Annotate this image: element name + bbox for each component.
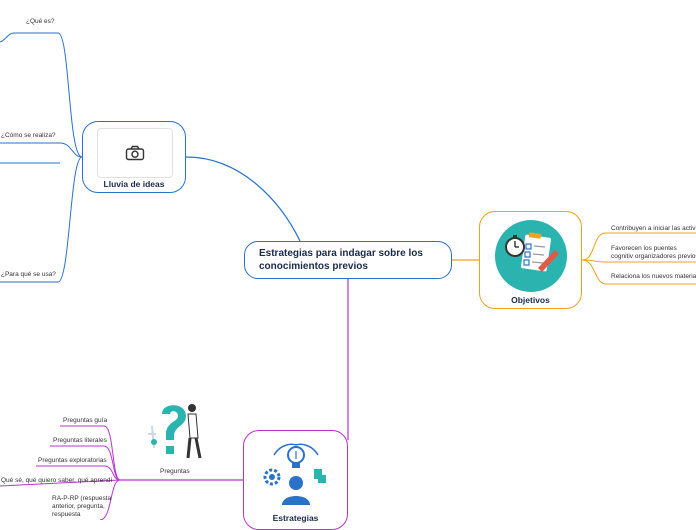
checklist-stopwatch-icon (495, 220, 567, 292)
question-mark-person-icon (148, 404, 202, 459)
lluvia-node[interactable]: Lluvia de ideas (82, 121, 186, 193)
central-topic[interactable]: Estrategias para indagar sobre los conoc… (244, 241, 452, 279)
pregunta-item-3[interactable]: Preguntas exploratorias (38, 457, 107, 464)
central-title: Estrategias para indagar sobre los conoc… (259, 248, 423, 272)
camera-icon (125, 145, 145, 161)
preguntas-title[interactable]: Preguntas (160, 468, 190, 475)
pregunta-item-4[interactable]: Qué sé, qué quiero saber, qué aprendí (1, 477, 113, 484)
estrategias-title: Estrategias (272, 513, 319, 523)
estrategias-node[interactable]: Estrategias (243, 430, 348, 530)
objetivo-item-2[interactable]: Favorecen los puentes cognitiv organizad… (611, 245, 696, 260)
objetivo-item-1[interactable]: Contribuyen a iniciar las activid (611, 225, 696, 232)
lluvia-title: Lluvia de ideas (103, 179, 165, 189)
lluvia-image-frame (97, 128, 173, 178)
objetivos-title: Objetivos (511, 295, 550, 305)
objetivos-node[interactable]: Objetivos (479, 211, 582, 309)
pregunta-item-2[interactable]: Preguntas literales (53, 437, 107, 444)
objetivo-item-3[interactable]: Relaciona los nuevos materiale (611, 273, 696, 280)
pregunta-item-5[interactable]: RA-P-RP (respuesta anterior, pregunta, r… (52, 495, 112, 518)
lluvia-question-1[interactable]: ¿Qué es? (26, 18, 55, 25)
lightbulb-gears-person-icon (263, 443, 326, 505)
lluvia-question-3[interactable]: ¿Para qué se usa? (1, 271, 56, 278)
pregunta-item-1[interactable]: Preguntas guía (63, 417, 108, 424)
lluvia-question-2[interactable]: ¿Cómo se realiza? (1, 132, 56, 139)
